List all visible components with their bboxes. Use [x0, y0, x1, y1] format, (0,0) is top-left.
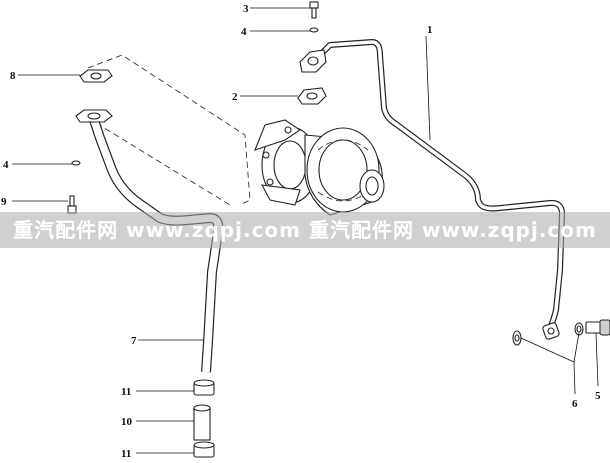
turbocharger: [254, 119, 385, 216]
washer-left: [71, 160, 81, 166]
callout-9: 9: [1, 196, 7, 208]
watermark-text: 重汽配件网 www.zqpj.com 重汽配件网 www.zqpj.com: [13, 218, 597, 242]
watermark-band: 重汽配件网 www.zqpj.com 重汽配件网 www.zqpj.com: [0, 212, 610, 248]
rubber-hose: [193, 404, 211, 441]
callout-10: 10: [121, 416, 133, 428]
callout-6: 6: [572, 398, 578, 410]
hose-clamp-bottom: [193, 441, 215, 458]
oil-feed-pipe: [315, 39, 565, 340]
callout-11-top: 11: [121, 386, 131, 398]
callout-7: 7: [131, 335, 137, 347]
leader-lines: [12, 7, 599, 454]
sealing-washer-outer: [512, 330, 522, 346]
callout-4-top: 4: [241, 26, 247, 38]
flange-upper-right: [299, 49, 327, 73]
phantom-lines: [87, 54, 251, 206]
callout-11-bottom: 11: [121, 448, 131, 458]
gasket: [297, 87, 327, 105]
callout-2: 2: [232, 91, 238, 103]
callout-3: 3: [243, 3, 249, 15]
callout-5: 5: [595, 390, 601, 402]
callout-4-left: 4: [3, 159, 9, 171]
flange-gasket-left: [79, 69, 113, 83]
callout-1: 1: [427, 24, 433, 36]
washer-top: [309, 27, 319, 33]
bolt-left: [67, 195, 77, 214]
bolt-top: [309, 1, 319, 19]
banjo-bolt: [585, 319, 610, 336]
hose-clamp-top: [193, 379, 215, 396]
callout-8: 8: [10, 70, 16, 82]
